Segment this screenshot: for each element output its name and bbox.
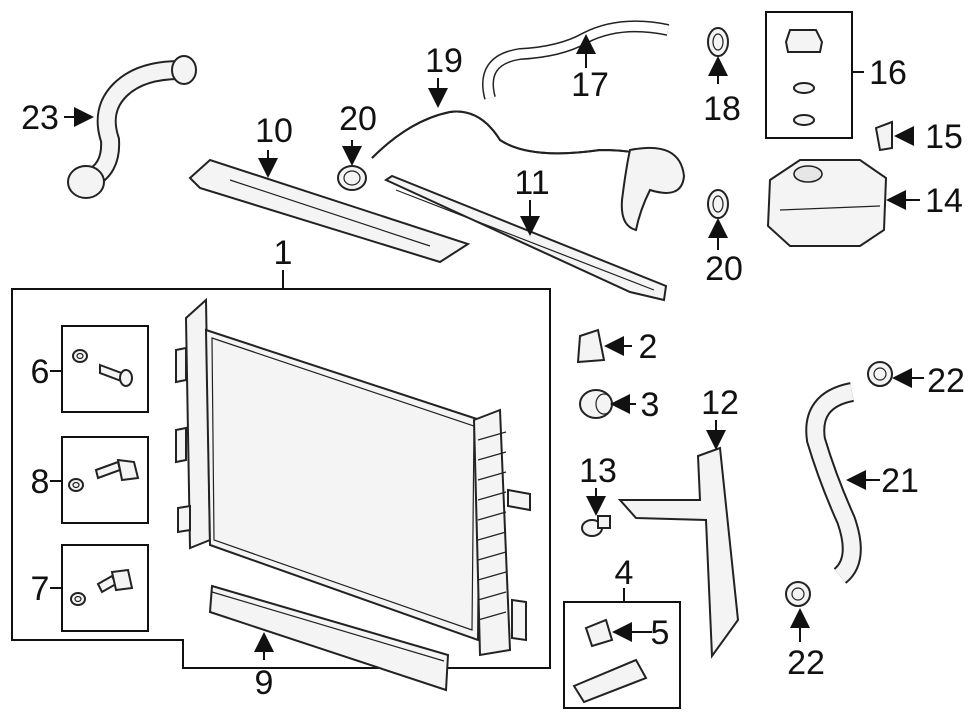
clamp-22-upper (867, 361, 893, 387)
label-13: 13 (579, 452, 617, 490)
baffle-9 (208, 584, 450, 692)
bracket-2 (576, 328, 606, 364)
label-17: 17 (571, 66, 609, 104)
callout-arrows (64, 34, 924, 660)
radiator-core (175, 297, 531, 657)
label-20-upper: 20 (339, 100, 377, 138)
label-15: 15 (925, 118, 963, 156)
baffle-11 (383, 174, 668, 302)
label-7: 7 (31, 570, 50, 608)
label-9: 9 (255, 664, 274, 702)
clip-13 (581, 515, 611, 537)
callout-labels: 1 2 3 4 5 6 7 8 9 10 11 12 13 14 15 16 1… (21, 42, 965, 702)
label-1: 1 (274, 234, 293, 272)
label-6: 6 (31, 353, 50, 391)
label-11: 11 (514, 164, 549, 202)
radiator-group-frame (11, 288, 551, 669)
insulator-3 (579, 389, 613, 419)
label-8: 8 (31, 463, 50, 501)
clamp-18 (707, 27, 729, 57)
baffle-10 (188, 158, 471, 264)
clamp-22-lower (785, 581, 811, 607)
hose-19 (371, 110, 661, 161)
bracket-5 (572, 618, 648, 704)
box-16 (765, 11, 853, 139)
label-5: 5 (651, 614, 670, 652)
washer-bolt-7 (70, 568, 134, 606)
reservoir-14 (766, 159, 888, 247)
label-21: 21 (881, 462, 919, 500)
box-4 (563, 601, 681, 709)
label-22-upper: 22 (927, 362, 965, 400)
label-19: 19 (425, 42, 463, 80)
clamp-20-lower (707, 189, 729, 219)
cap-16 (784, 29, 824, 126)
label-14: 14 (925, 182, 963, 220)
label-20-lower: 20 (705, 250, 743, 288)
label-18: 18 (703, 90, 741, 128)
washer-bolt-6 (72, 349, 133, 387)
label-23: 23 (21, 99, 59, 137)
box-6 (61, 325, 149, 413)
label-4: 4 (615, 554, 634, 592)
label-22-lower: 22 (787, 644, 825, 682)
sensor-15 (874, 120, 893, 152)
label-12: 12 (701, 384, 739, 422)
label-2: 2 (639, 328, 658, 366)
deflector-12 (617, 446, 740, 659)
clamp-20-upper (337, 165, 367, 191)
label-10: 10 (255, 112, 293, 150)
label-3: 3 (641, 386, 660, 424)
label-16: 16 (869, 54, 907, 92)
washer-bolt-8 (68, 458, 140, 492)
